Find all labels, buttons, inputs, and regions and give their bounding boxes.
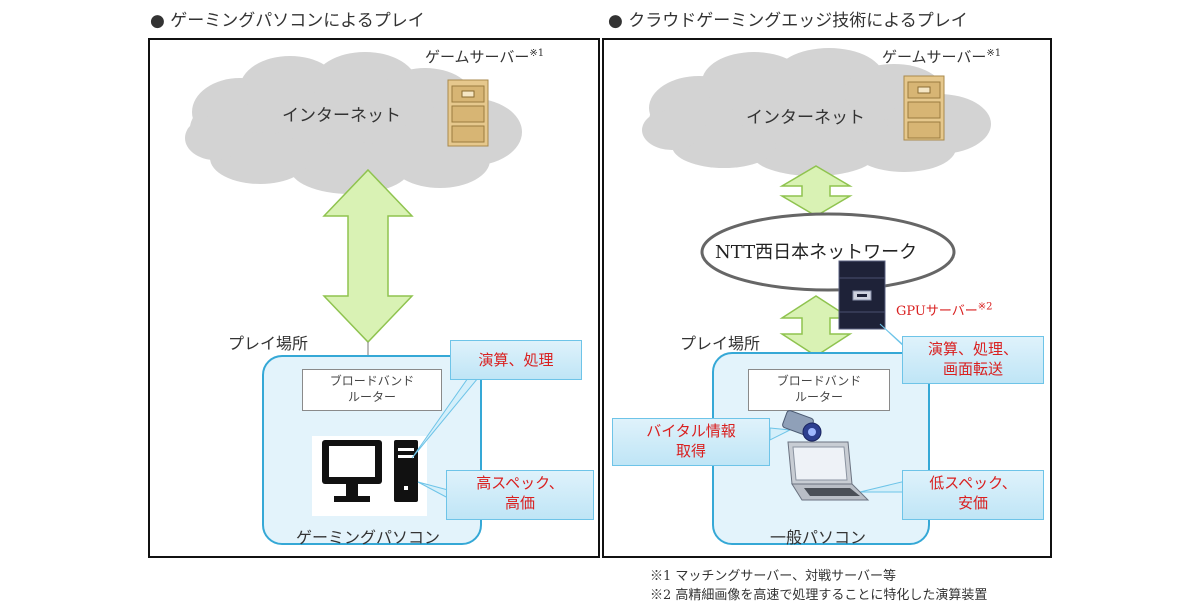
left-panel-graphics [185,52,522,370]
game-server-icon [447,79,489,147]
router-line-1: ブロードバンド [329,374,415,388]
right-panel-graphics [642,48,991,370]
internet-label-left: インターネット [282,106,401,126]
gaming-pc-caption: ゲーミングパソコン [296,528,441,547]
laptop-icon [787,441,870,501]
internet-link-arrow-left [322,168,414,344]
footnote-2: ※2 高精細画像を高速で処理することに特化した演算装置 [650,588,988,603]
broadband-router-right: ブロードバンド ルーター [748,369,890,411]
ntt-network-label: NTT西日本ネットワーク [715,242,918,263]
callout-vital-line2: 取得 [675,442,706,460]
right-heading: ● クラウドゲーミングエッジ技術によるプレイ [608,11,968,31]
gpu-server-label: GPUサーバー※2 [896,301,993,319]
callout-spec-left: 高スペック、 高価 [446,470,594,520]
callout-compute-left-text: 演算、処理 [478,351,554,369]
game-server-label-right: ゲームサーバー※1 [882,48,1002,66]
callout-spec-right-line1: 低スペック、 [929,474,1017,492]
webcam-icon [782,410,822,442]
game-server-icon-right [903,75,945,141]
callout-spec-right: 低スペック、 安価 [902,470,1044,520]
broadband-router-left: ブロードバンド ルーター [302,369,442,411]
game-server-label-left: ゲームサーバー※1 [425,48,545,66]
footnote-1: ※1 マッチングサーバー、対戦サーバー等 [650,569,897,584]
callout-compute-left: 演算、処理 [450,340,582,380]
callout-vital-line1: バイタル情報 [646,422,736,440]
callout-spec-left-line2: 高価 [504,494,535,512]
play-place-label-right: プレイ場所 [680,334,761,353]
play-place-label-left: プレイ場所 [228,334,309,353]
callout-compute-right-line1: 演算、処理、 [927,340,1018,358]
callout-spec-right-line2: 安価 [957,494,988,512]
internet-cloud-right [642,48,991,176]
router-line-2: ルーター [347,390,396,404]
gpu-server-icon [838,260,886,330]
router-right-line-1: ブロードバンド [776,374,862,388]
callout-vital-right: バイタル情報 取得 [612,418,770,466]
left-heading: ● ゲーミングパソコンによるプレイ [150,11,425,31]
callout-compute-right: 演算、処理、 画面転送 [902,336,1044,384]
router-right-line-2: ルーター [794,390,843,404]
gaming-pc-icon [312,436,427,516]
callout-compute-right-line2: 画面転送 [942,360,1003,378]
callout-spec-left-line1: 高スペック、 [476,474,564,492]
internet-label-right: インターネット [746,108,865,128]
ntt-network-ellipse [700,212,956,292]
general-pc-caption: 一般パソコン [770,528,867,547]
